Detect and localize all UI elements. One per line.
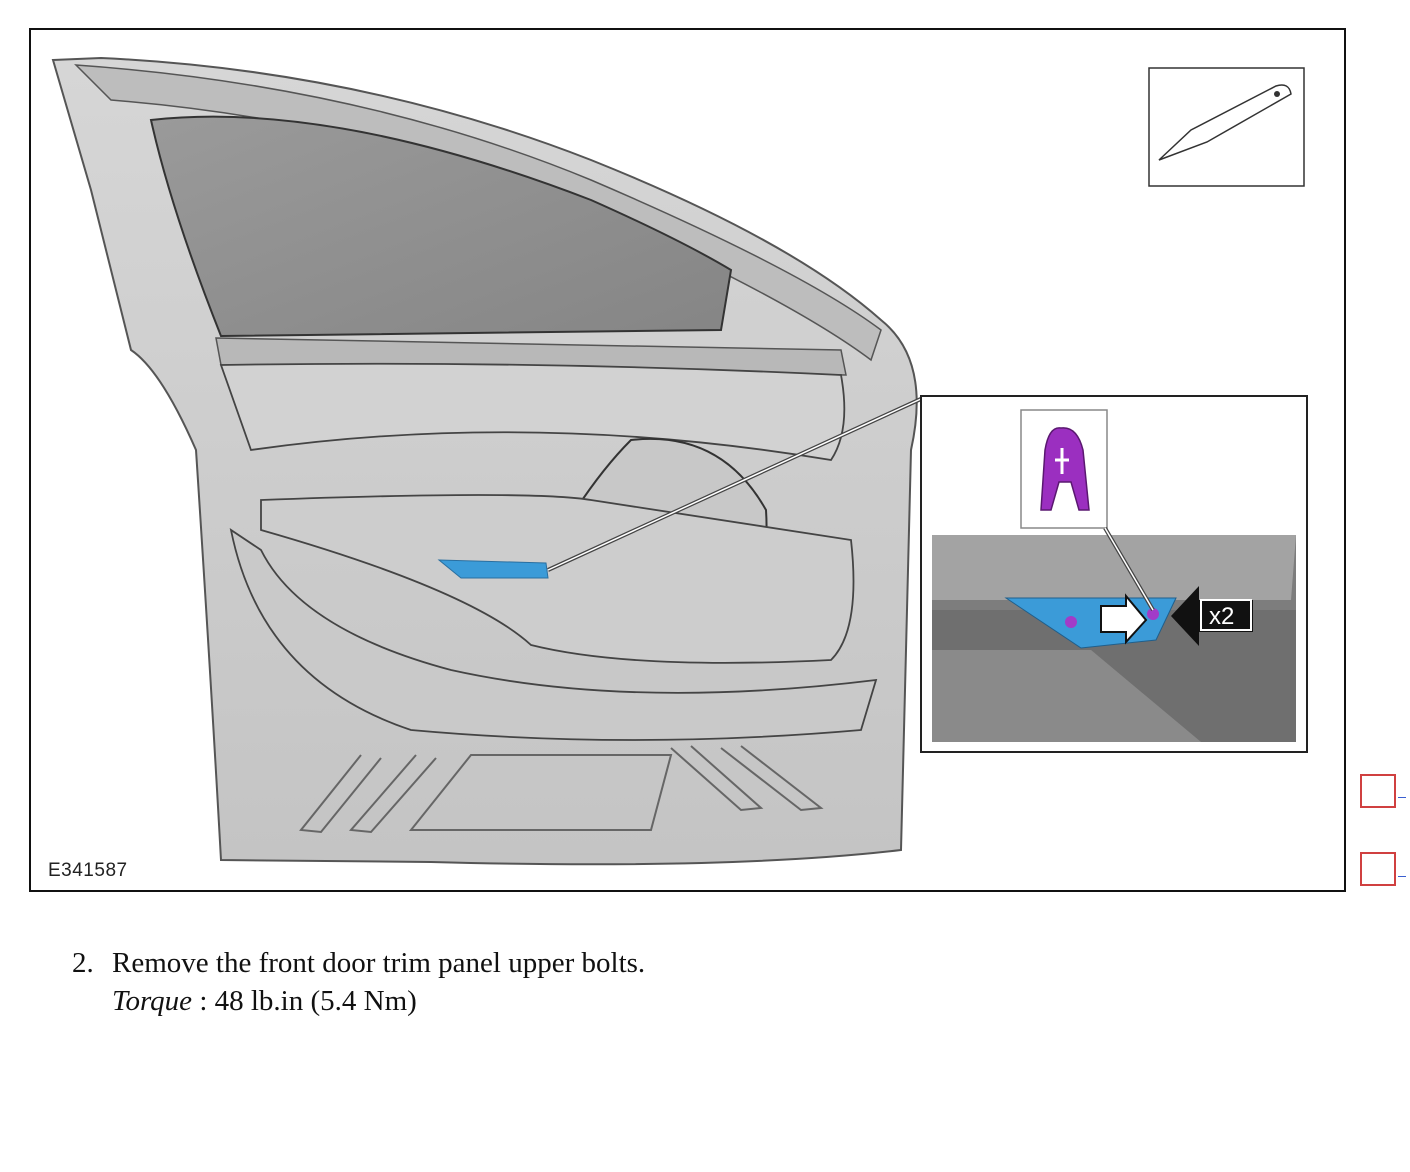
bolt-marker	[1147, 608, 1159, 620]
door-glass	[149, 115, 733, 338]
figure-id: E341587	[48, 860, 128, 881]
clip-icon	[1040, 427, 1090, 511]
step-text: Remove the front door trim panel upper b…	[112, 947, 646, 979]
checkbox[interactable]	[1360, 774, 1396, 808]
torque-value: : 48 lb.in (5.4 Nm)	[192, 985, 417, 1017]
upper-trim	[219, 362, 846, 461]
trim-highlight	[437, 559, 549, 579]
push-arrow-icon	[1100, 593, 1148, 645]
torque-spec: Torque : 48 lb.in (5.4 Nm)	[112, 982, 417, 1020]
bottom-ribs	[299, 745, 824, 834]
pull-cup	[260, 494, 855, 664]
checkbox[interactable]	[1360, 852, 1396, 886]
callout-count: x2	[1209, 603, 1234, 630]
illustration-frame: x2 E341587	[29, 28, 1346, 892]
bolt-marker	[1065, 616, 1077, 628]
door-illustration: x2	[51, 56, 1308, 866]
torque-label: Torque	[112, 985, 193, 1017]
trim-tool-icon	[1158, 84, 1292, 161]
checkbox-tick	[1398, 876, 1406, 877]
step-number: 2.	[72, 947, 94, 979]
checkbox-tick	[1398, 797, 1406, 798]
lower-panel	[229, 528, 878, 741]
leader-line-inner	[547, 397, 924, 571]
step-item: 2. Remove the front door trim panel upper…	[72, 944, 645, 982]
